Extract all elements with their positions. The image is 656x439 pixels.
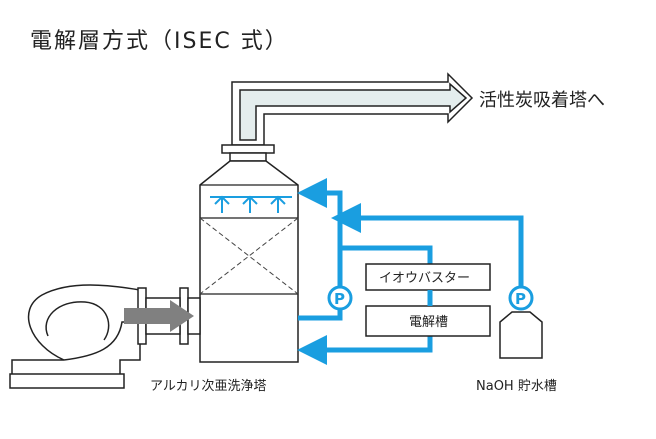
circulation-lines	[297, 178, 524, 365]
naoh-tank	[499, 311, 543, 359]
blower-base	[9, 373, 125, 389]
scrubber-label: アルカリ次亜洗浄塔	[150, 378, 266, 394]
circulation-pump: P	[327, 285, 353, 311]
svg-text:P: P	[334, 290, 345, 308]
ion-buster-label: イオウバスター	[379, 271, 470, 286]
page-title: 電解層方式（ISEC 式）	[30, 29, 289, 54]
top-flange	[221, 144, 275, 154]
outlet-label: 活性炭吸着塔へ	[479, 90, 605, 111]
electrolyzer-label: 電解槽	[409, 315, 448, 330]
naoh-label: NaOH 貯水槽	[476, 379, 557, 394]
exhaust-duct	[231, 72, 474, 146]
blower-scroll	[45, 301, 110, 341]
packing-bed-diag-1	[199, 217, 299, 295]
packing-bed-diag-2	[199, 217, 299, 295]
ion-buster-box	[365, 263, 491, 291]
spray-nozzles	[210, 195, 292, 213]
gas-inlet-arrow	[124, 300, 194, 332]
top-neck	[229, 152, 267, 162]
blower-housing	[11, 284, 141, 377]
naoh-pump: P	[508, 285, 534, 311]
svg-text:P: P	[515, 290, 526, 308]
blower-outlet	[63, 321, 140, 361]
exhaust-duct-inner	[239, 82, 468, 141]
scrubber-tower	[199, 160, 299, 363]
